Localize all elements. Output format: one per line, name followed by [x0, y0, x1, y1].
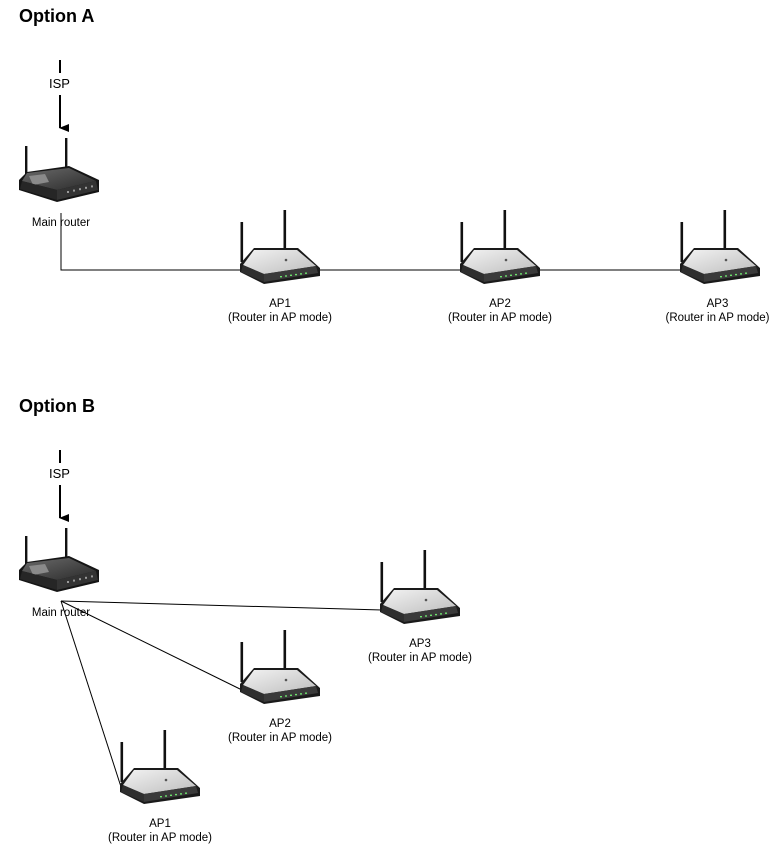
ap2-label-a: AP2 (Router in AP mode): [440, 297, 560, 325]
ap3-label-b: AP3 (Router in AP mode): [360, 637, 480, 665]
ap1-label-b: AP1 (Router in AP mode): [100, 817, 220, 845]
main-router-label-a: Main router: [31, 217, 91, 229]
isp-label-b: ISP: [49, 466, 70, 481]
ap1-name-a: AP1: [269, 298, 291, 310]
ap3-mode-a: (Router in AP mode): [665, 312, 770, 324]
ap2-label-b: AP2 (Router in AP mode): [220, 717, 340, 745]
ap2-router-icon-a: [460, 210, 540, 284]
option-a-title: Option A: [19, 6, 95, 26]
ap3-router-icon-a: [680, 210, 760, 284]
main-router-label-b: Main router: [31, 607, 91, 619]
ap2-mode-a: (Router in AP mode): [448, 312, 552, 324]
ap1-router-icon-b: [120, 730, 200, 804]
main-router-icon-b: [19, 528, 99, 592]
link-main-ap1-a: [60, 213, 241, 271]
ap3-mode-b: (Router in AP mode): [368, 652, 472, 664]
ap3-router-icon-b: [380, 550, 460, 624]
ap2-mode-b: (Router in AP mode): [228, 732, 332, 744]
ap1-router-icon-a: [240, 210, 320, 284]
link-main-ap1-b: [60, 600, 123, 791]
ap1-mode-b: (Router in AP mode): [108, 832, 212, 844]
ap3-label-a: AP3 (Router in AP mode): [660, 297, 775, 325]
ap3-name-b: AP3: [409, 638, 431, 650]
link-main-ap3-b: [60, 600, 383, 611]
option-b-title: Option B: [19, 396, 95, 416]
ap1-label-a: AP1 (Router in AP mode): [220, 297, 340, 325]
ap1-name-b: AP1: [149, 818, 171, 830]
ap2-name-a: AP2: [489, 298, 511, 310]
ap1-mode-a: (Router in AP mode): [228, 312, 332, 324]
link-main-ap2-b: [60, 600, 243, 691]
isp-label-a: ISP: [49, 76, 70, 91]
ap2-router-icon-b: [240, 630, 320, 704]
main-router-icon-a: [19, 138, 99, 202]
ap3-name-a: AP3: [706, 298, 729, 310]
ap2-name-b: AP2: [269, 718, 291, 730]
